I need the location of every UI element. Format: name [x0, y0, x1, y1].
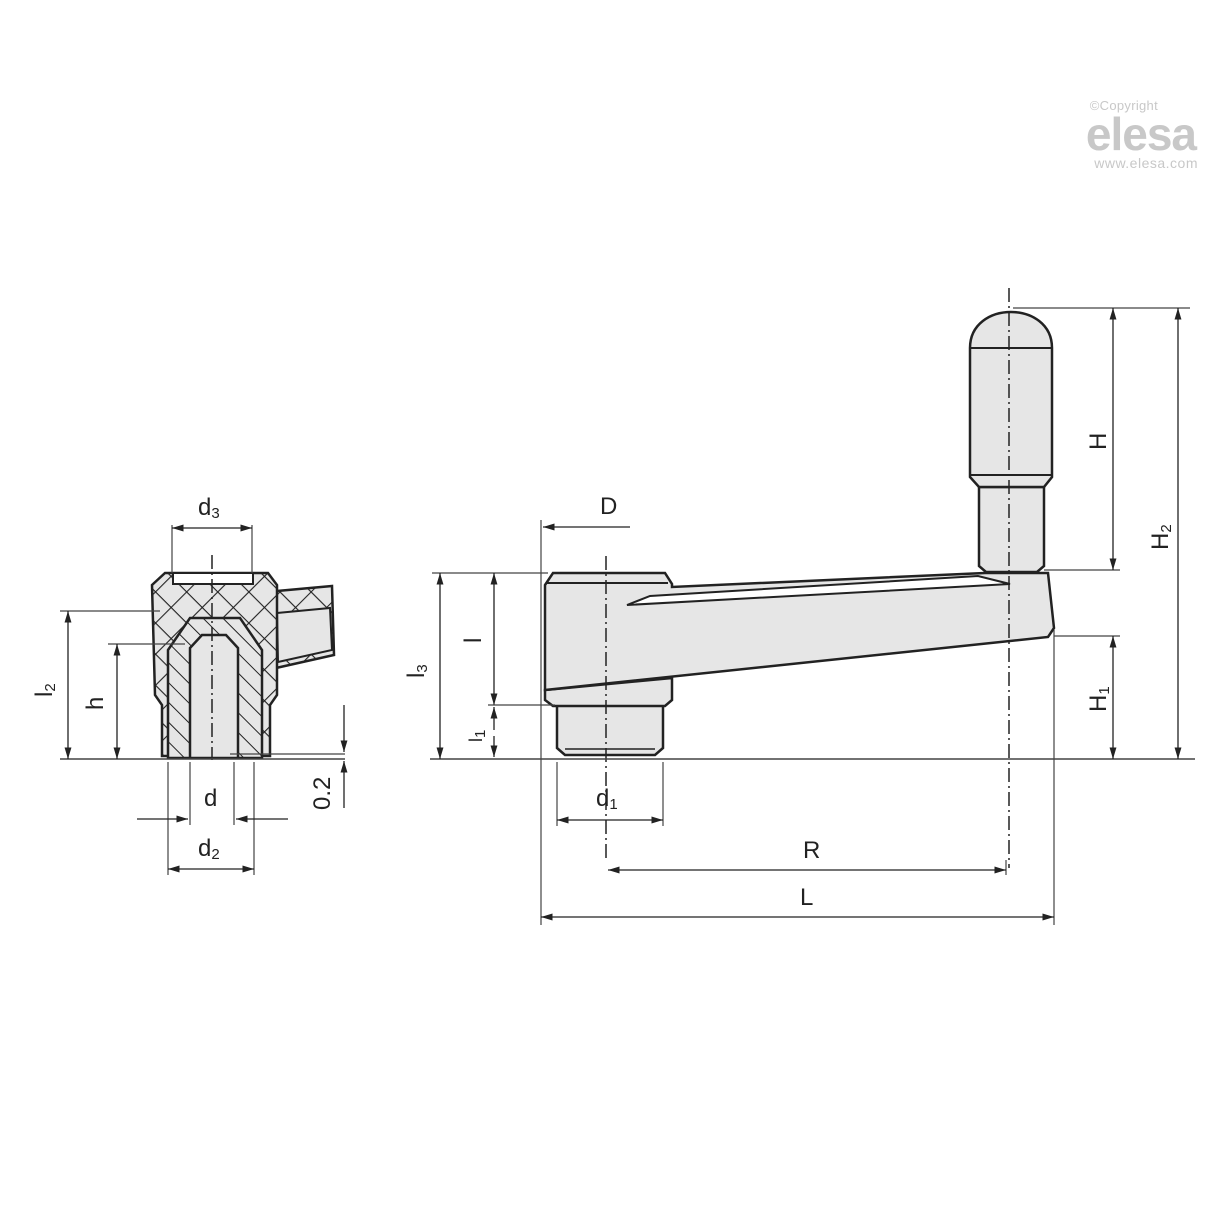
section-view: d3 l2 h d d2 0.2: [31, 494, 348, 875]
dim-gap-0-2: 0.2: [309, 777, 336, 810]
dim-H: H: [1085, 433, 1112, 450]
dim-d3: d3: [198, 494, 220, 522]
copyright-text: ©Copyright: [1089, 98, 1158, 113]
dim-R: R: [803, 837, 820, 864]
side-view: D l3 l l1 d1 R L H H1: [403, 288, 1195, 925]
dim-L: L: [800, 884, 813, 911]
website-url: www.elesa.com: [1094, 155, 1198, 171]
elesa-logo: elesa: [1085, 108, 1197, 160]
dim-l: l: [460, 638, 487, 643]
dim-d2: d2: [198, 835, 220, 863]
dim-l2: l2: [31, 683, 59, 697]
elesa-watermark: ©Copyright elesa www.elesa.com: [1044, 98, 1204, 171]
dim-d: d: [204, 785, 217, 812]
dim-D: D: [600, 493, 617, 520]
dim-d1: d1: [596, 785, 618, 813]
dim-H1: H1: [1085, 686, 1113, 712]
dim-h: h: [82, 697, 109, 710]
dim-l1: l1: [466, 730, 489, 742]
dim-l3: l3: [403, 664, 431, 678]
dim-H2: H2: [1147, 524, 1175, 550]
